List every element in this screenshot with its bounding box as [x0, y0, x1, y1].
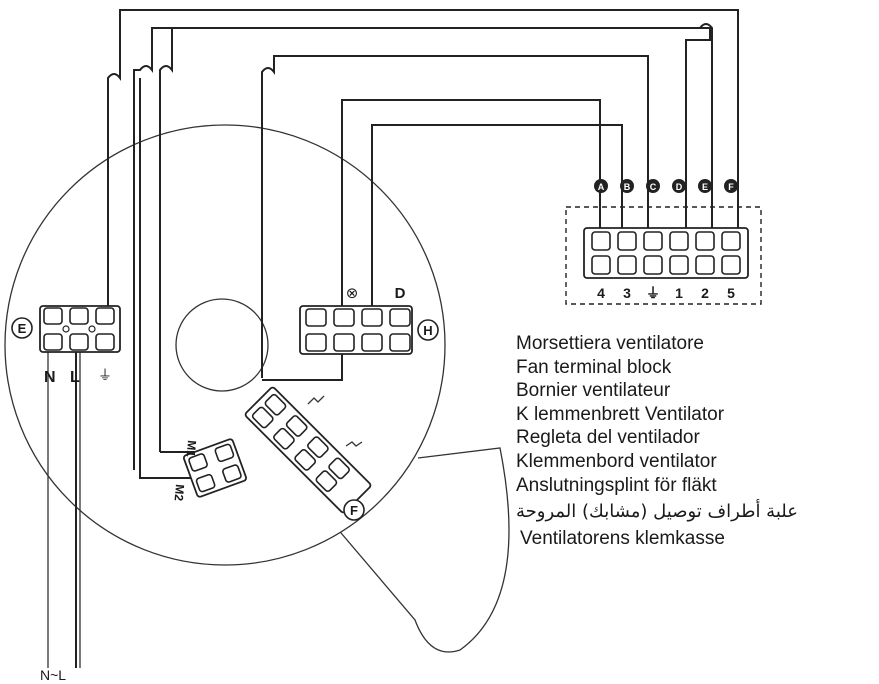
fan-terminal-number: 3: [623, 285, 631, 301]
mains-terminal-block: E N L ⏚ N~L: [11, 305, 121, 683]
fan-terminal-screw: [643, 255, 663, 275]
fan-terminal-dashed-box: [565, 206, 762, 305]
fan-terminal-block: [565, 206, 762, 305]
svg-text:D: D: [676, 182, 683, 192]
legend-line-es: Regleta del ventilador: [516, 427, 700, 449]
fan-terminal-symbol: F: [724, 179, 738, 193]
terminal-h-symbol-right: D: [395, 285, 406, 302]
switch-label-m1: M1: [184, 440, 199, 458]
switch-label-m2: M2: [172, 484, 187, 502]
tag-h-circle: [417, 319, 439, 341]
legend-line-nl: Klemmenbord ventilator: [516, 450, 717, 472]
fan-terminal-screw: [669, 255, 689, 275]
tag-f-label: F: [350, 503, 358, 518]
fan-terminal-screw: [591, 255, 611, 275]
svg-text:E: E: [702, 182, 708, 192]
mains-label-earth: ⏚: [98, 367, 112, 383]
fan-terminal-symbol: E: [698, 179, 712, 193]
fan-terminal-number: ⏚: [646, 285, 660, 301]
mains-label-l: L: [70, 369, 80, 386]
switch-block: [182, 438, 248, 498]
capacitor-mark-2: [345, 441, 363, 447]
tag-f-circle: [343, 499, 365, 521]
fan-terminal-screw: [643, 231, 663, 251]
legend-line-da: Ventilatorens klemkasse: [520, 527, 725, 549]
terminal-h-symbol-left: ⊗: [346, 285, 359, 302]
fan-terminal-screw: [617, 231, 637, 251]
capacitor-mark-1: [307, 395, 325, 405]
fan-terminal-screw: [591, 231, 611, 251]
fan-terminal-screw: [669, 231, 689, 251]
tag-h-label: H: [423, 323, 432, 338]
fan-terminal-screw: [721, 255, 741, 275]
terminal-block-h: H ⊗ D: [299, 285, 439, 355]
svg-text:B: B: [624, 182, 631, 192]
legend-line-fr: Bornier ventilateur: [516, 380, 671, 402]
motor-hole: [175, 298, 269, 392]
fan-terminal-screw: [695, 255, 715, 275]
tag-e-label: E: [18, 321, 27, 336]
svg-text:F: F: [728, 182, 734, 192]
fan-terminal-symbol: A: [594, 179, 608, 193]
terminal-block-f: [244, 386, 372, 514]
fan-terminal-number: 1: [675, 285, 683, 301]
legend: Morsettiera ventilatore Fan terminal blo…: [516, 332, 876, 550]
fan-terminal-symbol: C: [646, 179, 660, 193]
tag-e-circle: [11, 317, 33, 339]
legend-line-ar: علبة أطراف توصيل (مشابك) المروحة: [516, 501, 798, 523]
fan-terminal-screw: [721, 231, 741, 251]
svg-text:A: A: [598, 182, 605, 192]
fan-terminal-screw: [617, 255, 637, 275]
fan-terminal-screw: [695, 231, 715, 251]
fan-terminal-symbol: B: [620, 179, 634, 193]
fan-terminal-number: 2: [701, 285, 709, 301]
mains-label-n: N: [44, 369, 56, 386]
fan-terminal-symbol: D: [672, 179, 686, 193]
legend-line-sv: Anslutningsplint för fläkt: [516, 474, 717, 496]
supply-label: N~L: [40, 667, 66, 683]
fan-terminal-number: 5: [727, 285, 735, 301]
fan-terminal-number: 4: [597, 285, 605, 301]
svg-text:C: C: [650, 182, 657, 192]
legend-line-en: Fan terminal block: [516, 356, 672, 378]
legend-line-de: K lemmenbrett Ventilator: [516, 403, 725, 425]
legend-line-it: Morsettiera ventilatore: [516, 333, 704, 354]
